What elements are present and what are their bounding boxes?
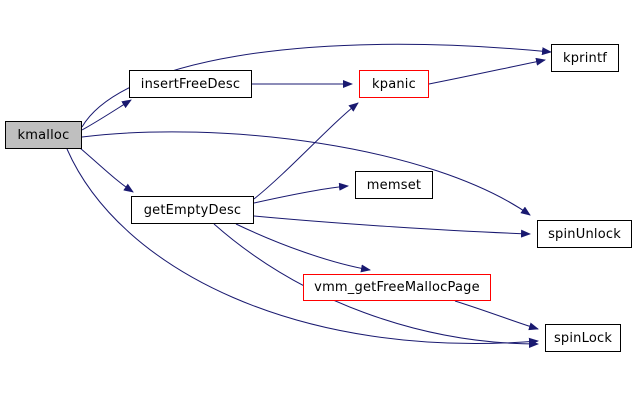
graph-node-label: kprintf [562,50,608,66]
graph-node-label: insertFreeDesc [140,76,241,92]
graph-node-label: kpanic [372,76,416,92]
edge-kmalloc-to-getEmptyDesc [79,147,134,193]
edge-kpanic-to-kprintf [428,57,546,85]
graph-node-memset[interactable]: memset [355,171,433,199]
graph-node-label: getEmptyDesc [143,202,242,218]
edge-getEmptyDesc-to-vmm_getFreeMallocPage [235,223,371,273]
edge-getEmptyDesc-to-spinUnlock [253,215,531,238]
edge-kmalloc-to-spinUnlock [81,131,531,216]
graph-node-kprintf[interactable]: kprintf [551,44,619,72]
edge-kmalloc-to-spinLock [66,148,539,346]
graph-node-label: memset [366,177,422,193]
edge-kmalloc-to-kprintf [81,43,552,128]
edge-getEmptyDesc-to-kpanic [253,102,359,200]
graph-node-spinUnlock[interactable]: spinUnlock [537,220,632,248]
edge-vmm_getFreeMallocPage-to-spinLock [454,300,539,331]
edges-group [66,43,552,348]
graph-node-spinLock[interactable]: spinLock [545,324,621,352]
graph-node-label: spinUnlock [548,226,621,242]
graph-node-kmalloc[interactable]: kmalloc [5,121,82,149]
graph-node-kpanic[interactable]: kpanic [359,70,429,98]
edge-kmalloc-to-insertFreeDesc [81,99,132,131]
graph-node-label: kmalloc [17,127,70,143]
graph-node-label: vmm_getFreeMallocPage [314,280,480,295]
graph-node-label: spinLock [553,330,613,346]
edge-getEmptyDesc-to-spinLock [213,223,539,348]
edge-getEmptyDesc-to-memset [253,182,349,204]
graph-node-insertFreeDesc[interactable]: insertFreeDesc [129,70,252,98]
graph-node-vmm_getFreeMallocPage[interactable]: vmm_getFreeMallocPage [303,274,491,301]
graph-node-getEmptyDesc[interactable]: getEmptyDesc [131,196,254,224]
